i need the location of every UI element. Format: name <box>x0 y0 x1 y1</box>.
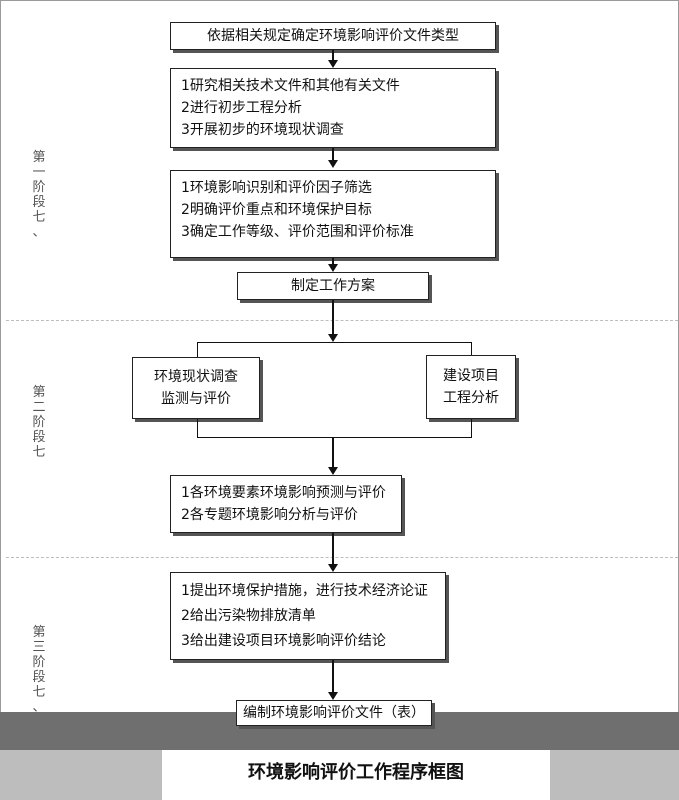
box-project-analysis: 建设项目 工程分析 <box>426 355 516 419</box>
conclude-item-3: 3给出建设项目环境影响评价结论 <box>181 633 386 649</box>
arrow-1 <box>332 50 334 62</box>
box-prediction: 1各环境要素环境影响预测与评价 2各专题环境影响分析与评价 <box>170 475 402 533</box>
box-determine-type: 依据相关规定确定环境影响评价文件类型 <box>170 22 496 50</box>
id-item-2: 2明确评价重点和环境保护目标 <box>181 202 372 218</box>
merge-left-up <box>197 419 198 437</box>
split-right-down <box>471 342 472 356</box>
arrow-5-head <box>328 467 338 475</box>
arrow-2 <box>332 148 334 162</box>
arrow-3-head <box>328 264 338 272</box>
arrow-6-head <box>328 564 338 572</box>
merge-bar-bottom <box>197 437 472 438</box>
prep-item-3: 3开展初步的环境现状调查 <box>181 122 344 138</box>
id-item-3: 3确定工作等级、评价范围和评价标准 <box>181 224 414 240</box>
arrow-4-head <box>328 334 338 342</box>
box-final-document: 编制环境影响评价文件（表） <box>236 700 432 726</box>
id-item-1: 1环境影响识别和评价因子筛选 <box>181 180 372 196</box>
stage-label-3: 第 三 阶 段 七 、 <box>32 625 46 715</box>
box-identification: 1环境影响识别和评价因子筛选 2明确评价重点和环境保护目标 3确定工作等级、评价… <box>170 170 496 258</box>
arrow-7 <box>332 660 334 694</box>
predict-item-2: 2各专题环境影响分析与评价 <box>181 507 358 523</box>
box-environment-survey: 环境现状调查 监测与评价 <box>132 357 260 419</box>
stage-divider-2 <box>6 557 678 558</box>
survey-line-2: 监测与评价 <box>161 391 231 407</box>
project-line-2: 工程分析 <box>443 390 499 406</box>
stage-label-1: 第 一 阶 段 七 、 <box>32 150 46 240</box>
arrow-1-head <box>328 60 338 68</box>
box-conclusion: 1提出环境保护措施，进行技术经济论证 2给出污染物排放清单 3给出建设项目环境影… <box>170 572 446 660</box>
arrow-6 <box>332 533 334 567</box>
prep-item-2: 2进行初步工程分析 <box>181 100 302 116</box>
conclude-item-1: 1提出环境保护措施，进行技术经济论证 <box>181 583 428 599</box>
predict-item-1: 1各环境要素环境影响预测与评价 <box>181 485 386 501</box>
arrow-3 <box>332 258 334 266</box>
split-left-down <box>197 342 198 358</box>
prep-item-1: 1研究相关技术文件和其他有关文件 <box>181 78 400 94</box>
conclude-item-2: 2给出污染物排放清单 <box>181 608 316 624</box>
arrow-5 <box>332 437 334 469</box>
box-determine-type-text: 依据相关规定确定环境影响评价文件类型 <box>207 28 459 44</box>
arrow-7-head <box>328 692 338 700</box>
figure-caption: 环境影响评价工作程序框图 <box>162 750 550 800</box>
stage-divider-1 <box>6 320 678 321</box>
project-line-1: 建设项目 <box>443 368 499 384</box>
arrow-4 <box>332 300 334 336</box>
arrow-2-head <box>328 160 338 168</box>
stage-label-2: 第 二 阶 段 七 <box>32 385 46 460</box>
box-work-plan: 制定工作方案 <box>237 272 429 300</box>
split-bar-top <box>197 342 472 343</box>
box-work-plan-text: 制定工作方案 <box>291 278 375 294</box>
merge-right-up <box>471 419 472 437</box>
bottom-gray-left <box>0 750 162 800</box>
box-preparation: 1研究相关技术文件和其他有关文件 2进行初步工程分析 3开展初步的环境现状调查 <box>170 68 496 148</box>
bottom-gray-right <box>550 750 679 800</box>
survey-line-1: 环境现状调查 <box>154 369 238 385</box>
box-final-text: 编制环境影响评价文件（表） <box>243 705 425 721</box>
